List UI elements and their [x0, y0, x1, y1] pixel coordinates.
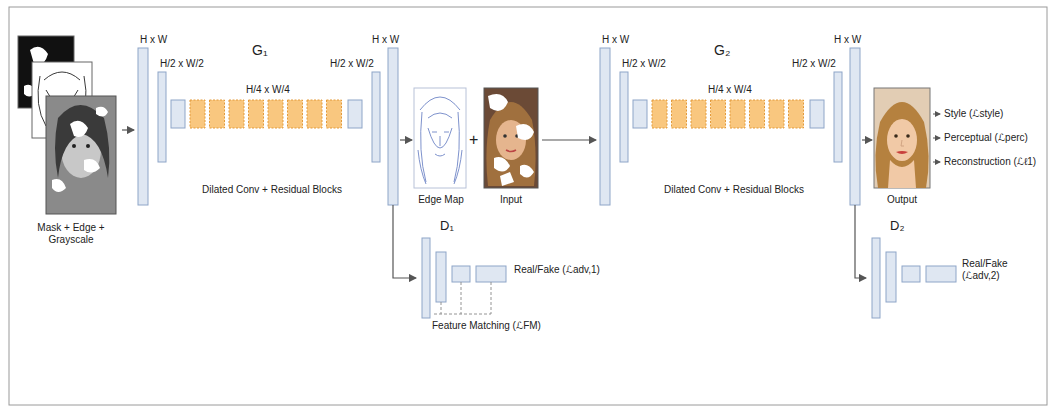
image-box: Edge Map: [412, 86, 472, 210]
dimension-label: H/2 x W/2: [330, 58, 374, 70]
loss-label: Style (ℒstyle): [944, 108, 1003, 120]
generator-layers: [600, 48, 860, 205]
edge-map-image: [414, 88, 466, 188]
loss-label: Real/Fake (ℒadv,1): [514, 264, 600, 276]
discriminator-box: D₁Real/Fake (ℒadv,1)Feature Matching (ℒF…: [416, 222, 612, 338]
loss-label: Feature Matching (ℒFM): [432, 320, 541, 332]
generator-layers: [138, 48, 398, 205]
dimension-label: H/2 x W/2: [622, 58, 666, 70]
dimension-label: H x W: [372, 34, 399, 46]
block-caption: Dilated Conv + Residual Blocks: [646, 184, 822, 196]
dimension-label: H x W: [140, 34, 167, 46]
combine-sign: +: [469, 130, 478, 149]
input-stack: [18, 36, 116, 214]
flow-arrow: [393, 205, 416, 278]
discriminator-layers: [872, 238, 956, 318]
loss-label: Real/Fake (ℒadv,2): [962, 258, 1034, 282]
loss-label: Reconstruction (ℒℓ1): [944, 156, 1036, 168]
masked-input-image: [484, 88, 538, 188]
discriminator-box: D₂Real/Fake (ℒadv,2): [866, 222, 1036, 322]
image-box: Output: [872, 86, 934, 210]
image-caption: Output: [872, 194, 932, 206]
image-box: Input: [482, 86, 542, 210]
flow-arrow: [855, 205, 866, 278]
image-caption: Mask + Edge + Grayscale: [26, 222, 116, 246]
network-name: D₂: [890, 218, 904, 234]
dimension-label: H/4 x W/4: [246, 84, 290, 96]
flow-arrow: [400, 139, 412, 140]
output-image: [874, 88, 930, 188]
network-name: D₁: [440, 218, 454, 234]
frame: [9, 7, 1047, 405]
dimension-label: H x W: [834, 34, 861, 46]
network-name: G₁: [252, 42, 268, 59]
feature-matching-lines: [434, 282, 491, 314]
generator-box: G₁ Dilated Conv + Residual Blocks: [134, 28, 400, 205]
block-caption: Dilated Conv + Residual Blocks: [184, 184, 360, 196]
dimension-label: H/2 x W/2: [792, 58, 836, 70]
flow-arrow: [862, 139, 872, 140]
loss-arrows: [933, 114, 940, 162]
flow-arrow: [122, 129, 134, 130]
input-stack-box: Mask + Edge + Grayscale: [12, 30, 122, 258]
dimension-label: H/4 x W/4: [708, 84, 752, 96]
discriminator-layers: [422, 238, 506, 318]
flow-arrow: [542, 139, 596, 140]
image-caption: Input: [482, 194, 540, 206]
dimension-label: H/2 x W/2: [160, 58, 204, 70]
image-caption: Edge Map: [412, 194, 470, 206]
network-name: G₂: [714, 42, 730, 59]
dimension-label: H x W: [602, 34, 629, 46]
generator-box: G₂ Dilated Conv + Residual Blocks: [596, 28, 862, 205]
loss-label: Perceptual (ℒperc): [944, 132, 1028, 144]
